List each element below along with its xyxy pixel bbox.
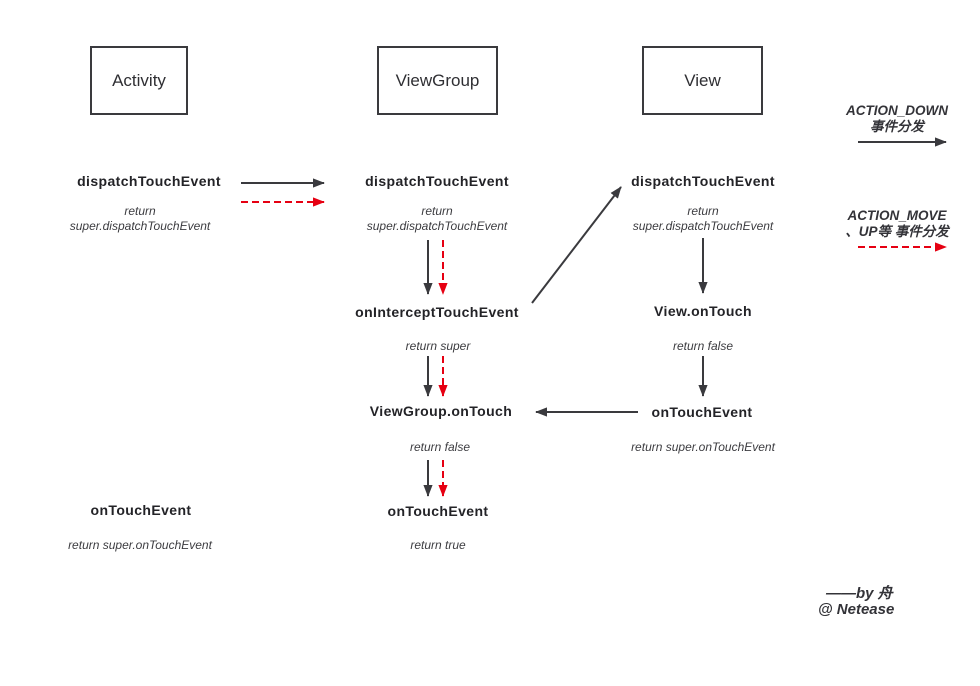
sub-line: return false bbox=[409, 440, 471, 454]
node-view-dispatchTouchEvent: dispatchTouchEvent bbox=[631, 173, 775, 189]
sub-onInterceptTouchEvent: return super bbox=[406, 339, 471, 354]
node-view-onTouch: View.onTouch bbox=[654, 303, 752, 319]
sub-view-onTouchEvent: return super.onTouchEvent bbox=[631, 440, 775, 455]
sub-line: return bbox=[124, 204, 156, 218]
box-view: View bbox=[642, 46, 763, 115]
legend-action-move-title: ACTION_MOVE bbox=[847, 208, 947, 223]
sub-line: super.dispatchTouchEvent bbox=[366, 219, 508, 233]
legend-action-down-subtitle: 事件分发 bbox=[870, 119, 924, 134]
box-activity: Activity bbox=[90, 46, 188, 115]
node-activity-dispatchTouchEvent: dispatchTouchEvent bbox=[77, 173, 221, 189]
sub-view-onTouch: return false bbox=[673, 339, 733, 354]
signature-company: @ Netease bbox=[818, 601, 895, 618]
sub-line: return bbox=[421, 204, 453, 218]
sub-line: return super.onTouchEvent bbox=[631, 440, 775, 454]
node-viewgroup-onTouch: ViewGroup.onTouch bbox=[369, 403, 513, 419]
sub-line: return true bbox=[410, 538, 466, 552]
sub-line: super.dispatchTouchEvent bbox=[69, 219, 211, 233]
box-viewgroup-label: ViewGroup bbox=[395, 70, 480, 90]
legend-action-move-subtitle: 、UP等 事件分发 bbox=[845, 224, 949, 239]
node-viewgroup-dispatchTouchEvent: dispatchTouchEvent bbox=[365, 173, 509, 189]
box-view-label: View bbox=[684, 70, 721, 90]
legend-action-down: ACTION_DOWN 事件分发 bbox=[846, 103, 948, 135]
sub-viewgroup-onTouch: return false bbox=[410, 440, 470, 455]
sub-line: return super.onTouchEvent bbox=[68, 538, 212, 552]
sub-activity-dispatchTouchEvent: return super.dispatchTouchEvent bbox=[70, 204, 211, 234]
signature-author: ——by 舟 bbox=[826, 585, 893, 602]
node-viewgroup-onTouchEvent: onTouchEvent bbox=[387, 503, 489, 519]
node-activity-onTouchEvent: onTouchEvent bbox=[90, 502, 192, 518]
arrow-intercept-to-view-dispatch bbox=[531, 186, 622, 304]
sub-line: return super bbox=[405, 339, 471, 353]
sub-line: return bbox=[687, 204, 719, 218]
box-activity-label: Activity bbox=[112, 70, 166, 90]
sub-line: return false bbox=[672, 339, 734, 353]
sub-viewgroup-dispatchTouchEvent: return super.dispatchTouchEvent bbox=[367, 204, 508, 234]
node-onInterceptTouchEvent: onInterceptTouchEvent bbox=[355, 304, 519, 320]
sub-viewgroup-onTouchEvent: return true bbox=[410, 538, 465, 553]
box-viewgroup: ViewGroup bbox=[377, 46, 498, 115]
sub-view-dispatchTouchEvent: return super.dispatchTouchEvent bbox=[633, 204, 774, 234]
legend-action-move: ACTION_MOVE 、UP等 事件分发 bbox=[845, 208, 949, 240]
node-view-onTouchEvent: onTouchEvent bbox=[651, 404, 753, 420]
sub-line: super.dispatchTouchEvent bbox=[632, 219, 774, 233]
sub-activity-onTouchEvent: return super.onTouchEvent bbox=[68, 538, 212, 553]
legend-action-down-title: ACTION_DOWN bbox=[846, 103, 948, 118]
